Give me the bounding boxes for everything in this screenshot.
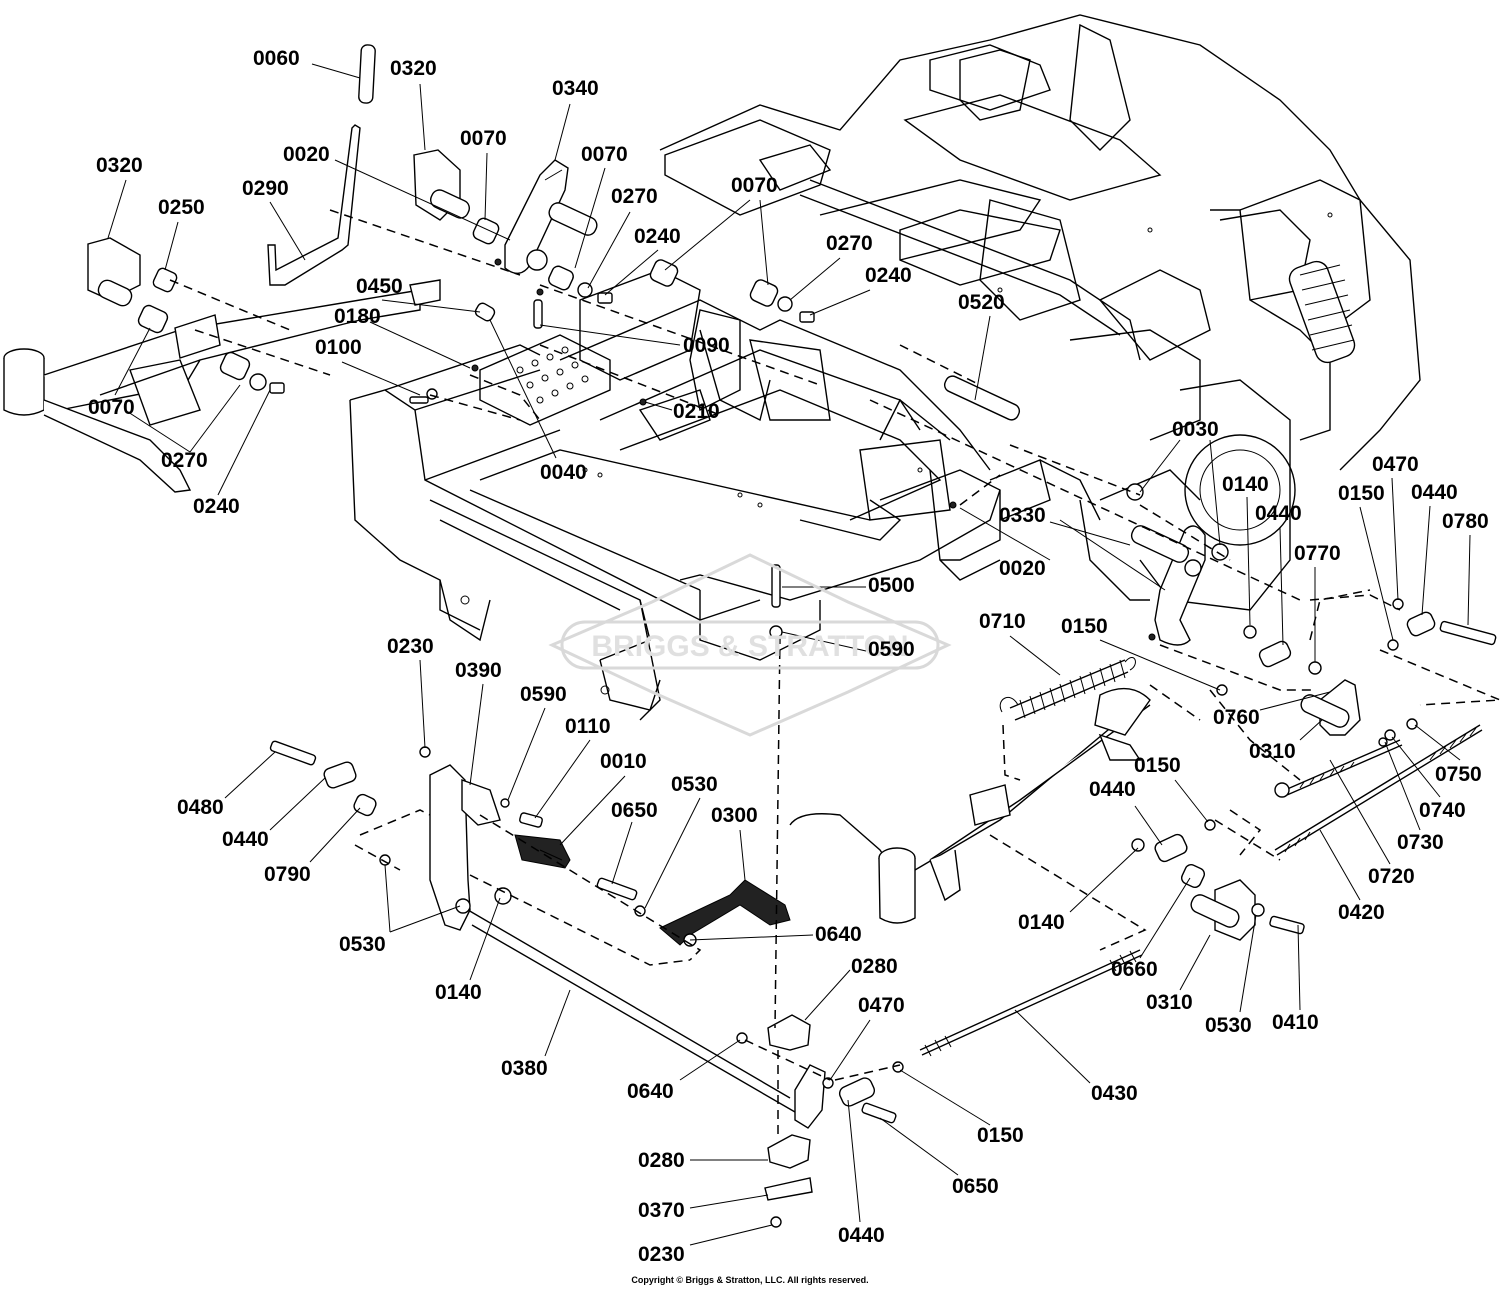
part-label-0370[interactable]: 0370 xyxy=(638,1199,685,1222)
part-label-0010[interactable]: 0010 xyxy=(600,750,647,773)
part-label-0590[interactable]: 0590 xyxy=(520,683,567,706)
part-label-0440[interactable]: 0440 xyxy=(222,828,269,851)
part-label-0500[interactable]: 0500 xyxy=(868,574,915,597)
part-label-0750[interactable]: 0750 xyxy=(1435,763,1482,786)
copyright-notice: Copyright © Briggs & Stratton, LLC. All … xyxy=(631,1275,869,1285)
extension-spring xyxy=(999,656,1136,721)
part-label-0020[interactable]: 0020 xyxy=(999,557,1046,580)
part-label-0020[interactable]: 0020 xyxy=(283,143,330,166)
part-label-0760[interactable]: 0760 xyxy=(1213,706,1260,729)
part-label-0640[interactable]: 0640 xyxy=(627,1080,674,1103)
part-label-0060[interactable]: 0060 xyxy=(253,47,300,70)
lower-left-parts xyxy=(269,564,904,1228)
chassis-frame xyxy=(349,14,1421,721)
part-label-0310[interactable]: 0310 xyxy=(1249,740,1296,763)
part-label-0440[interactable]: 0440 xyxy=(1255,502,1302,525)
part-label-0100[interactable]: 0100 xyxy=(315,336,362,359)
part-label-0140[interactable]: 0140 xyxy=(435,981,482,1004)
watermark-text: BRIGGS & STRATTON xyxy=(591,630,908,663)
part-label-0270[interactable]: 0270 xyxy=(161,449,208,472)
part-label-0650[interactable]: 0650 xyxy=(952,1175,999,1198)
part-label-0450[interactable]: 0450 xyxy=(356,275,403,298)
assembly-lines xyxy=(169,209,1500,1135)
part-label-0340[interactable]: 0340 xyxy=(552,77,599,100)
part-label-0420[interactable]: 0420 xyxy=(1338,901,1385,924)
part-label-0640[interactable]: 0640 xyxy=(815,923,862,946)
part-label-0390[interactable]: 0390 xyxy=(455,659,502,682)
part-label-0240[interactable]: 0240 xyxy=(865,264,912,287)
part-label-0780[interactable]: 0780 xyxy=(1442,510,1489,533)
part-label-0520[interactable]: 0520 xyxy=(958,291,1005,314)
leader-lines xyxy=(107,63,1471,1246)
part-label-0770[interactable]: 0770 xyxy=(1294,542,1341,565)
part-label-0310[interactable]: 0310 xyxy=(1146,991,1193,1014)
part-label-0480[interactable]: 0480 xyxy=(177,796,224,819)
part-label-0150[interactable]: 0150 xyxy=(1061,615,1108,638)
part-label-0040[interactable]: 0040 xyxy=(540,461,587,484)
part-label-0430[interactable]: 0430 xyxy=(1091,1082,1138,1105)
part-label-0280[interactable]: 0280 xyxy=(638,1149,685,1172)
part-label-0070[interactable]: 0070 xyxy=(581,143,628,166)
part-label-0330[interactable]: 0330 xyxy=(999,504,1046,527)
part-label-0030[interactable]: 0030 xyxy=(1172,418,1219,441)
part-label-0140[interactable]: 0140 xyxy=(1222,473,1269,496)
part-label-0740[interactable]: 0740 xyxy=(1419,799,1466,822)
part-label-0150[interactable]: 0150 xyxy=(1338,482,1385,505)
perforated-plate xyxy=(479,334,611,426)
part-label-0530[interactable]: 0530 xyxy=(339,933,386,956)
part-label-0090[interactable]: 0090 xyxy=(683,334,730,357)
part-label-0140[interactable]: 0140 xyxy=(1018,911,1065,934)
part-label-0270[interactable]: 0270 xyxy=(611,185,658,208)
part-label-0270[interactable]: 0270 xyxy=(826,232,873,255)
part-label-0290[interactable]: 0290 xyxy=(242,177,289,200)
part-label-0530[interactable]: 0530 xyxy=(1205,1014,1252,1037)
part-label-0710[interactable]: 0710 xyxy=(979,610,1026,633)
part-label-0240[interactable]: 0240 xyxy=(634,225,681,248)
part-label-0380[interactable]: 0380 xyxy=(501,1057,548,1080)
right-linkage-parts xyxy=(919,598,1497,1057)
part-label-0150[interactable]: 0150 xyxy=(977,1124,1024,1147)
left-caster-arm xyxy=(3,279,441,493)
part-label-0180[interactable]: 0180 xyxy=(334,305,381,328)
part-label-0730[interactable]: 0730 xyxy=(1397,831,1444,854)
part-label-0230[interactable]: 0230 xyxy=(638,1243,685,1266)
brand-watermark: BRIGGS & STRATTON xyxy=(548,553,952,737)
part-label-0070[interactable]: 0070 xyxy=(460,127,507,150)
right-caster-arm xyxy=(789,687,1151,924)
part-label-0300[interactable]: 0300 xyxy=(711,804,758,827)
part-label-0440[interactable]: 0440 xyxy=(838,1224,885,1247)
part-label-0250[interactable]: 0250 xyxy=(158,196,205,219)
part-label-0470[interactable]: 0470 xyxy=(858,994,905,1017)
part-label-0410[interactable]: 0410 xyxy=(1272,1011,1319,1034)
shock-absorber xyxy=(1288,260,1356,364)
part-label-0280[interactable]: 0280 xyxy=(851,955,898,978)
part-label-0660[interactable]: 0660 xyxy=(1111,958,1158,981)
part-label-0440[interactable]: 0440 xyxy=(1411,481,1458,504)
part-label-0790[interactable]: 0790 xyxy=(264,863,311,886)
part-label-0240[interactable]: 0240 xyxy=(193,495,240,518)
part-label-0070[interactable]: 0070 xyxy=(731,174,778,197)
part-label-0590[interactable]: 0590 xyxy=(868,638,915,661)
part-label-0440[interactable]: 0440 xyxy=(1089,778,1136,801)
part-label-0230[interactable]: 0230 xyxy=(387,635,434,658)
part-label-0650[interactable]: 0650 xyxy=(611,799,658,822)
part-label-0150[interactable]: 0150 xyxy=(1134,754,1181,777)
part-label-0110[interactable]: 0110 xyxy=(565,715,611,738)
part-label-0320[interactable]: 0320 xyxy=(390,57,437,80)
part-label-0210[interactable]: 0210 xyxy=(673,400,720,423)
part-label-0470[interactable]: 0470 xyxy=(1372,453,1419,476)
part-label-0070[interactable]: 0070 xyxy=(88,396,135,419)
part-label-0530[interactable]: 0530 xyxy=(671,773,718,796)
part-label-0320[interactable]: 0320 xyxy=(96,154,143,177)
part-label-0720[interactable]: 0720 xyxy=(1368,865,1415,888)
